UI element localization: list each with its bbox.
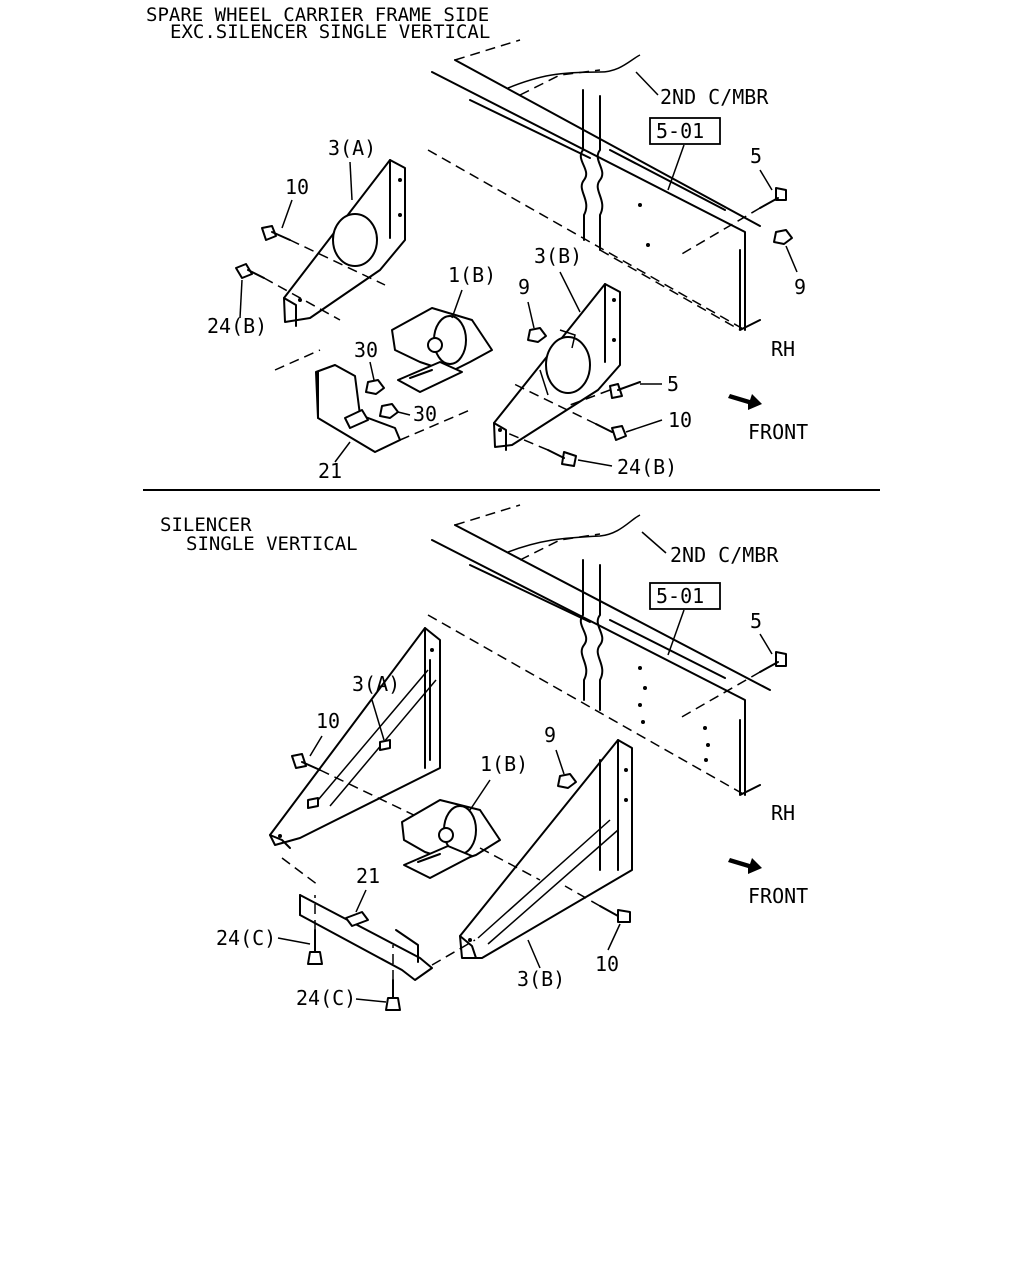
- top-front-label: FRONT: [748, 420, 808, 444]
- bottom-callout-10b: 10: [595, 952, 619, 976]
- bottom-bracket-3b[interactable]: [459, 739, 633, 959]
- bottom-bracket-21[interactable]: [299, 894, 433, 981]
- bottom-caption-line2: SINGLE VERTICAL: [186, 533, 358, 555]
- top-callout-24b-left: 24(B): [207, 314, 267, 338]
- bottom-ref-box-text: 5-01: [656, 584, 704, 608]
- bottom-ref-box[interactable]: [649, 582, 721, 610]
- top-callout-10b: 10: [668, 408, 692, 432]
- top-bolt-10a[interactable]: [261, 225, 291, 241]
- top-bolt-24b-bottom[interactable]: [547, 449, 577, 467]
- bottom-callout-1b: 1(B): [480, 752, 528, 776]
- bottom-callout-24c-left: 24(C): [216, 926, 276, 950]
- bottom-bolt-10a[interactable]: [291, 753, 321, 771]
- bottom-caption-line1: SILENCER: [160, 514, 252, 536]
- bottom-callout-3a: 3(A): [352, 672, 400, 696]
- bottom-bolt-5[interactable]: [759, 651, 787, 673]
- top-callout-30b: 30: [413, 402, 437, 426]
- top-callout-21: 21: [318, 459, 342, 483]
- top-callout-10a: 10: [285, 175, 309, 199]
- bottom-callout-3b: 3(B): [517, 967, 565, 991]
- top-bracket-3a[interactable]: [283, 159, 406, 327]
- bottom-callout-21: 21: [356, 864, 380, 888]
- bottom-callout-5: 5: [750, 609, 762, 633]
- bottom-nut-9[interactable]: [557, 773, 577, 789]
- top-caption-line1: SPARE WHEEL CARRIER FRAME SIDE: [146, 4, 489, 26]
- top-member-label: 2ND C/MBR: [660, 85, 769, 109]
- top-callout-5-right: 5: [750, 144, 762, 168]
- bottom-side-label: RH: [771, 801, 795, 825]
- bottom-callout-9: 9: [544, 723, 556, 747]
- bottom-frame-member: [427, 504, 771, 796]
- top-callout-30a: 30: [354, 338, 378, 362]
- top-nut-9-left[interactable]: [527, 327, 547, 343]
- top-callout-9-right: 9: [794, 275, 806, 299]
- bottom-carrier-1b[interactable]: [401, 799, 501, 879]
- top-callout-24b-bottom: 24(B): [617, 455, 677, 479]
- top-ref-box-text: 5-01: [656, 119, 704, 143]
- top-panel: SPARE WHEEL CARRIER FRAME SIDE EXC.SILEN…: [146, 4, 808, 483]
- top-callout-1b: 1(B): [448, 263, 496, 287]
- top-nut-30b[interactable]: [379, 403, 399, 419]
- bottom-bolt-10b[interactable]: [599, 905, 631, 923]
- top-bracket-21[interactable]: [315, 364, 401, 453]
- bottom-callout-24c-bottom: 24(C): [296, 986, 356, 1010]
- top-bolt-5-right[interactable]: [759, 187, 787, 209]
- top-bracket-3b[interactable]: [493, 283, 621, 451]
- top-frame-member: [427, 39, 761, 331]
- bottom-member-label: 2ND C/MBR: [670, 543, 779, 567]
- top-ref-box[interactable]: [649, 117, 721, 145]
- top-side-label: RH: [771, 337, 795, 361]
- top-caption-line2: EXC.SILENCER SINGLE VERTICAL: [170, 21, 490, 43]
- top-bolt-5-mid[interactable]: [609, 381, 641, 399]
- bottom-panel: SILENCER SINGLE VERTICAL 2ND C/MBR: [160, 504, 808, 1011]
- top-front-arrow-icon: [728, 394, 762, 410]
- bottom-bolt-24c-bottom[interactable]: [385, 979, 401, 1011]
- bottom-front-arrow-icon: [728, 858, 762, 874]
- top-callout-5-mid: 5: [667, 372, 679, 396]
- top-callout-9-left: 9: [518, 275, 530, 299]
- bottom-front-label: FRONT: [748, 884, 808, 908]
- top-carrier-1b[interactable]: [391, 307, 493, 393]
- bottom-bolt-24c-left[interactable]: [307, 929, 323, 965]
- top-bolt-24b-left[interactable]: [235, 263, 265, 279]
- top-bolt-10b[interactable]: [595, 423, 627, 441]
- top-nut-9-right[interactable]: [773, 229, 793, 245]
- top-callout-3a: 3(A): [328, 136, 376, 160]
- top-nut-30a[interactable]: [365, 379, 385, 395]
- top-callout-3b: 3(B): [534, 244, 582, 268]
- bottom-callout-10a: 10: [316, 709, 340, 733]
